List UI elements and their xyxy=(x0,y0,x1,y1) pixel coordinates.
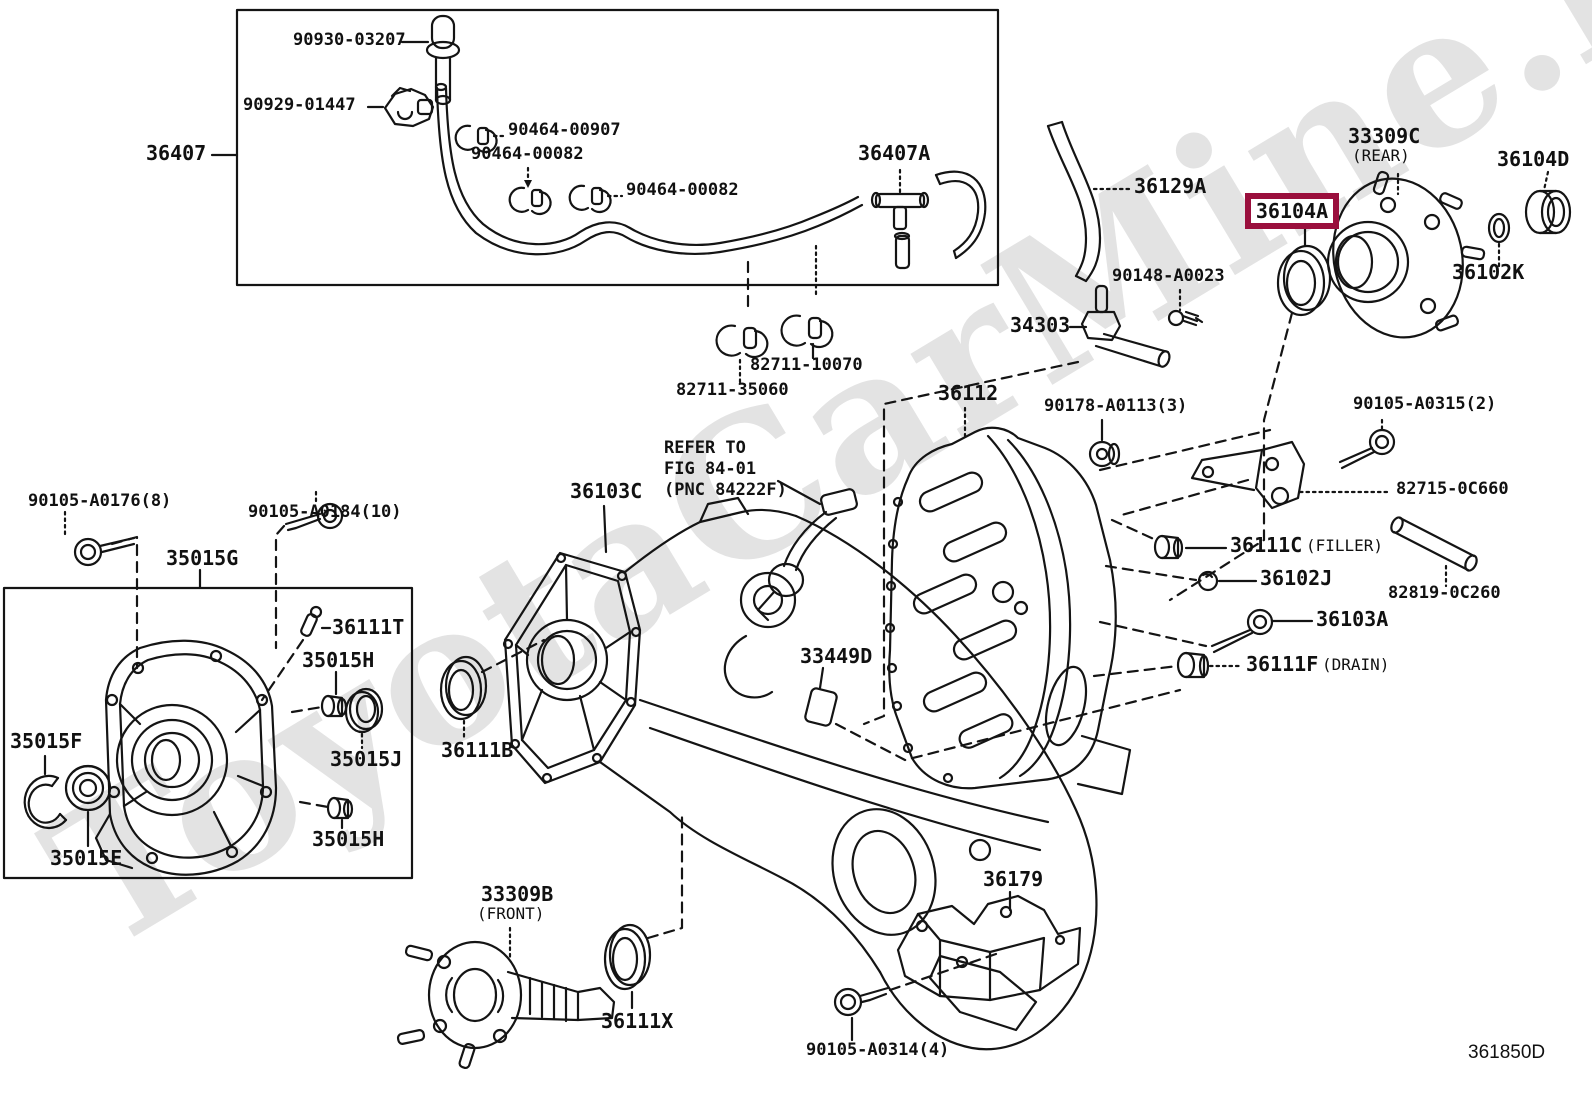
part-33449D-plate xyxy=(804,666,1182,762)
part-90464-00082-clip-a xyxy=(508,166,552,216)
part-34303-breather xyxy=(1068,284,1171,368)
label-90929-01447[interactable]: 90929-01447 xyxy=(243,95,356,115)
part-82711-35060-clip xyxy=(715,324,769,384)
label-36111C-filler: (FILLER) xyxy=(1306,536,1384,555)
part-82715-0C660-bracket xyxy=(1190,440,1392,510)
part-36102J-ball xyxy=(1197,570,1258,592)
label-36112[interactable]: 36112 xyxy=(938,381,999,405)
label-36111C[interactable]: 36111C xyxy=(1230,533,1303,557)
label-34303[interactable]: 34303 xyxy=(1010,313,1071,337)
label-33309B[interactable]: 33309B xyxy=(481,882,554,906)
part-33309B-front-flange xyxy=(396,926,616,1070)
label-90464-00907[interactable]: 90464-00907 xyxy=(508,120,621,140)
part-36407-hose xyxy=(434,82,864,256)
part-82711-10070-clip xyxy=(780,314,834,360)
part-33309C-rear-flange xyxy=(1326,170,1486,339)
highlighted-part-36104A[interactable]: 36104A xyxy=(1245,193,1339,229)
label-35015H-upper[interactable]: 35015H xyxy=(302,648,375,672)
label-36407A[interactable]: 36407A xyxy=(858,141,931,165)
part-90464-00907-clip xyxy=(454,124,508,154)
label-36104D[interactable]: 36104D xyxy=(1497,147,1570,171)
leader-dashes-right xyxy=(862,360,1272,726)
label-36103C[interactable]: 36103C xyxy=(570,479,643,503)
label-33309C[interactable]: 33309C xyxy=(1348,124,1421,148)
part-90929-01447-valve xyxy=(366,86,435,128)
part-36111F-drain-plug xyxy=(1176,651,1244,679)
part-90148-A0023-bolt xyxy=(1167,288,1204,327)
label-36129A[interactable]: 36129A xyxy=(1134,174,1207,198)
diagram-code: 361850D xyxy=(1468,1042,1546,1063)
label-36111F-drain: (DRAIN) xyxy=(1322,655,1390,674)
label-82715-0C660[interactable]: 82715-0C660 xyxy=(1396,479,1509,499)
part-90105-A0176-bolt xyxy=(63,510,139,670)
label-35015H-lower[interactable]: 35015H xyxy=(312,827,385,851)
part-36102K-oring xyxy=(1487,212,1511,268)
part-36104D-seal xyxy=(1524,170,1572,235)
part-90105-A0315-bolt xyxy=(1338,418,1396,470)
extension-housing-box xyxy=(2,586,414,880)
label-36111B[interactable]: 36111B xyxy=(441,738,514,762)
label-90178-A0113[interactable]: 90178-A0113(3) xyxy=(1044,396,1188,416)
label-33309C-rear: (REAR) xyxy=(1352,146,1410,165)
hose-assembly-box xyxy=(235,8,1000,287)
label-90464-00082-b[interactable]: 90464-00082 xyxy=(626,180,739,200)
part-36111T-bleeder xyxy=(260,605,332,702)
part-90930-03207-valve xyxy=(400,14,461,106)
label-33309B-front: (FRONT) xyxy=(477,904,545,923)
part-36407A-tee xyxy=(870,168,987,270)
label-90105-A0184[interactable]: 90105-A0184(10) xyxy=(248,502,402,522)
label-82711-35060[interactable]: 82711-35060 xyxy=(676,380,789,400)
part-82819-0C260-dowel xyxy=(1390,516,1478,588)
part-90105-A0314-bolt xyxy=(833,952,998,1042)
part-36103C-front-case xyxy=(502,496,1098,1051)
label-36179[interactable]: 36179 xyxy=(983,867,1044,891)
label-35015F[interactable]: 35015F xyxy=(10,729,83,753)
label-refer-line2: FIG 84-01 xyxy=(664,459,757,479)
part-35015E-bearing xyxy=(64,764,112,848)
label-refer-line1: REFER TO xyxy=(664,438,746,458)
part-36104A-seal xyxy=(1168,227,1332,602)
label-82711-10070[interactable]: 82711-10070 xyxy=(750,355,863,375)
part-36112-rear-case xyxy=(884,406,1132,796)
label-90105-A0314[interactable]: 90105-A0314(4) xyxy=(806,1040,950,1060)
part-35015H-upper-plug xyxy=(290,670,348,718)
part-35015G-extension-housing xyxy=(94,639,278,876)
part-84222F-sensor xyxy=(756,479,858,622)
part-90105-A0184-bolt xyxy=(274,490,344,650)
part-36111C-filler-plug xyxy=(1153,534,1228,560)
label-36102K[interactable]: 36102K xyxy=(1452,260,1525,284)
label-36111X[interactable]: 36111X xyxy=(601,1009,674,1033)
label-90105-A0315[interactable]: 90105-A0315(2) xyxy=(1353,394,1497,414)
label-90464-00082-a[interactable]: 90464-00082 xyxy=(471,144,584,164)
part-35015F-snap-ring xyxy=(23,754,68,830)
label-35015J[interactable]: 35015J xyxy=(330,747,403,771)
label-36103A[interactable]: 36103A xyxy=(1316,607,1389,631)
part-36179-protector xyxy=(896,890,1082,1002)
part-36103A-bolt xyxy=(1210,608,1314,654)
part-35015H-lower-plug xyxy=(298,796,354,830)
label-35015G[interactable]: 35015G xyxy=(166,546,239,570)
part-35015J-seal xyxy=(344,687,384,750)
label-90105-A0176[interactable]: 90105-A0176(8) xyxy=(28,491,172,511)
label-36111F[interactable]: 36111F xyxy=(1246,652,1319,676)
part-36111X-seal xyxy=(603,813,684,1010)
label-35015E[interactable]: 35015E xyxy=(50,846,123,870)
label-36102J[interactable]: 36102J xyxy=(1260,566,1333,590)
label-refer-line3: (PNC 84222F) xyxy=(664,480,787,500)
label-90148-A0023[interactable]: 90148-A0023 xyxy=(1112,266,1225,286)
label-36111T[interactable]: 36111T xyxy=(332,615,405,639)
part-90464-00082-clip-b xyxy=(568,184,624,214)
label-36407[interactable]: 36407 xyxy=(146,141,207,165)
part-90178-A0113-nut xyxy=(1088,418,1121,468)
part-36129A-hose xyxy=(1046,120,1132,283)
label-82819-0C260[interactable]: 82819-0C260 xyxy=(1388,583,1501,603)
label-90930-03207[interactable]: 90930-03207 xyxy=(293,30,406,50)
part-36111B-seal xyxy=(439,638,546,740)
label-33449D[interactable]: 33449D xyxy=(800,644,873,668)
